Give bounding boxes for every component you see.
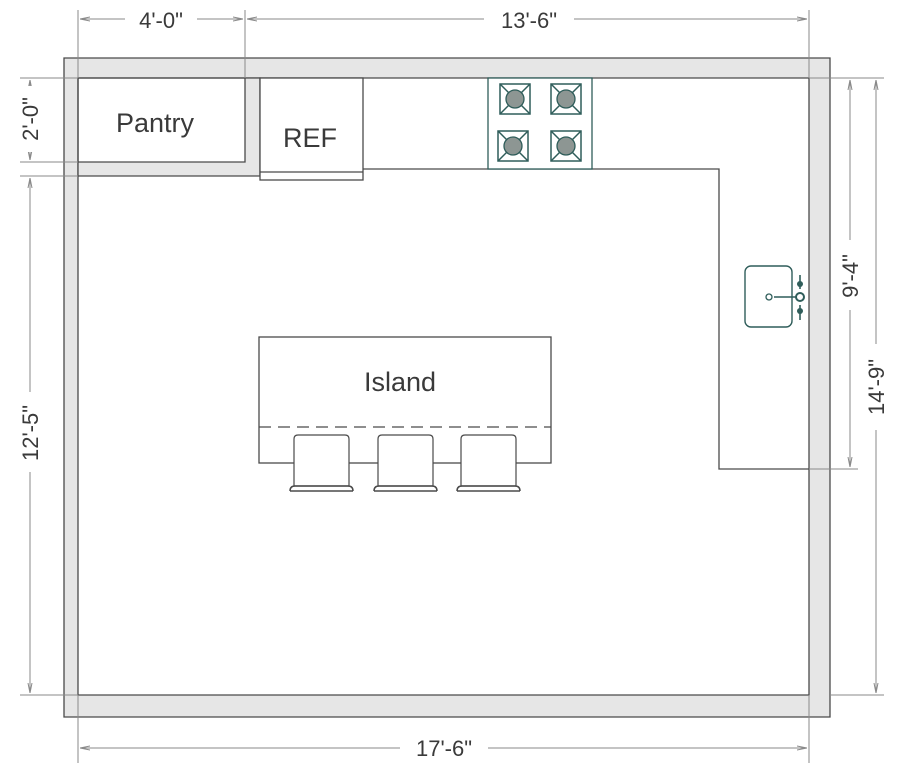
- dimension-right-outer: 14'-9": [830, 77, 890, 696]
- dimension-left-upper: 2'-0": [18, 77, 78, 163]
- bar-stool: [373, 434, 438, 492]
- dimension-bottom: 17'-6": [77, 695, 810, 763]
- dimension-label: 2'-0": [18, 97, 43, 141]
- dimension-left-lower: 12'-5": [16, 175, 78, 696]
- burner: [550, 130, 582, 162]
- dimension-label: 9'-4": [838, 254, 863, 298]
- burner: [497, 130, 529, 162]
- burner: [499, 83, 531, 115]
- dimension-label: 12'-5": [18, 405, 43, 461]
- dimension-top-left: 4'-0": [77, 6, 246, 78]
- refrigerator: REF: [259, 77, 364, 181]
- bar-stool: [289, 434, 354, 492]
- dimension-label: 4'-0": [139, 8, 183, 33]
- refrigerator-label: REF: [283, 123, 337, 153]
- sink: [744, 265, 805, 328]
- dimension-label: 14'-9": [864, 359, 889, 415]
- island-label: Island: [364, 367, 436, 397]
- dimension-label: 17'-6": [416, 736, 472, 761]
- dimension-top-right: 13'-6": [247, 6, 810, 78]
- dimension-label: 13'-6": [501, 8, 557, 33]
- burner: [550, 83, 582, 115]
- pantry: Pantry: [77, 77, 261, 177]
- pantry-label: Pantry: [116, 108, 195, 138]
- cooktop: [487, 77, 593, 170]
- bar-stool: [456, 434, 521, 492]
